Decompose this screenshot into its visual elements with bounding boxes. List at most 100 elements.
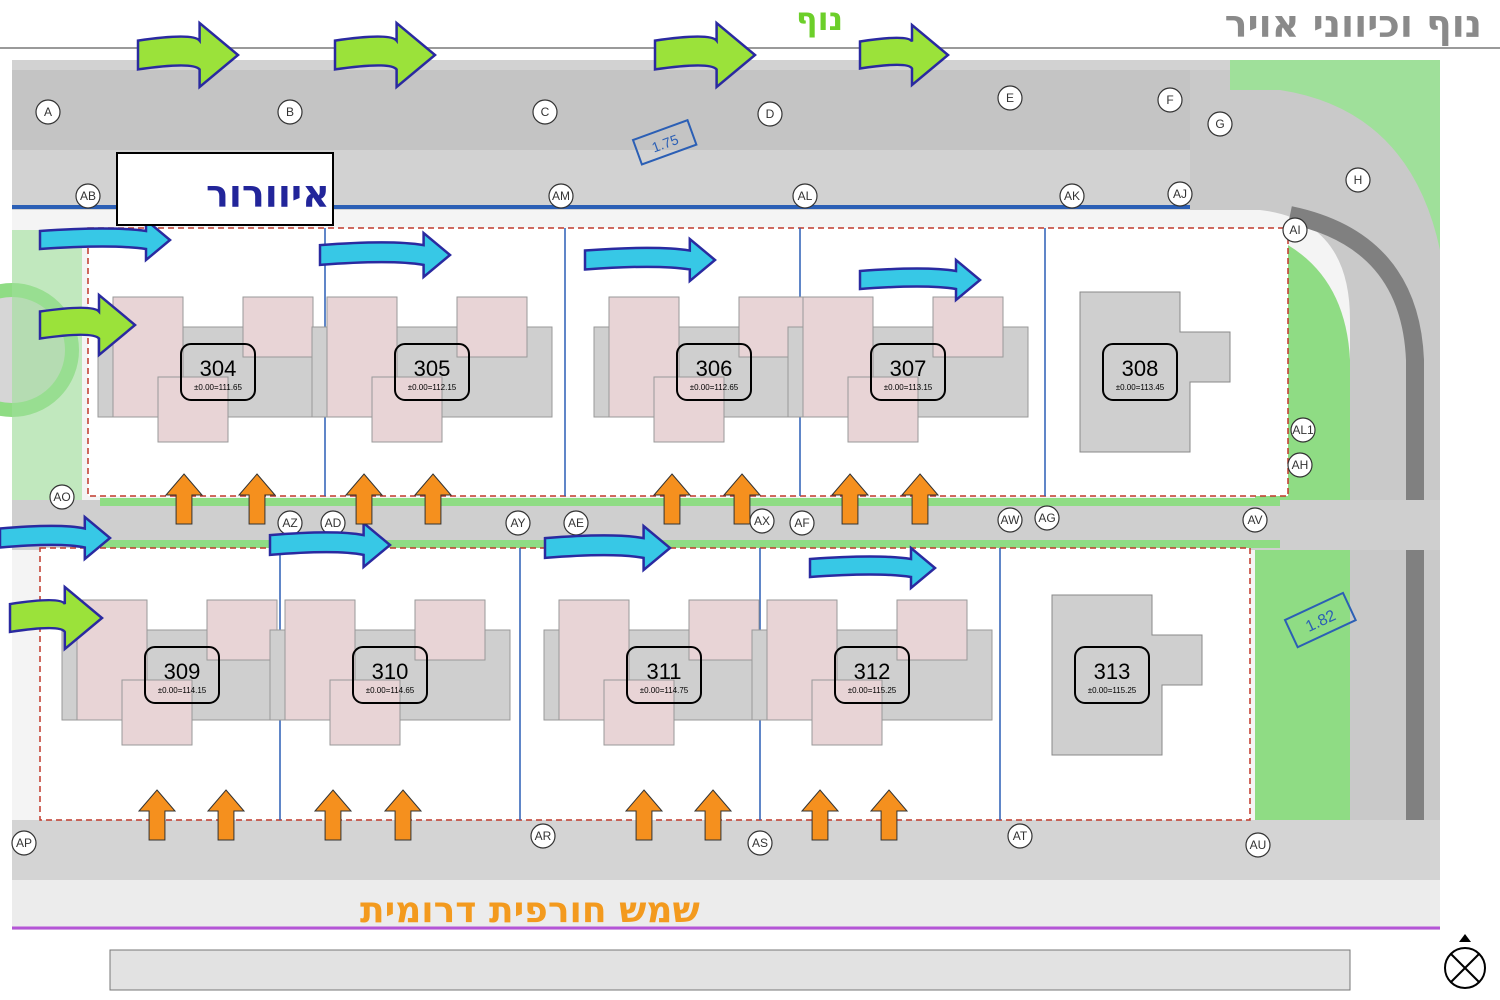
road-edge-line	[12, 205, 1282, 209]
view-arrow-icon	[858, 22, 950, 88]
svg-text:AG: AG	[1038, 511, 1055, 525]
view-arrow-icon	[333, 20, 437, 90]
grid-label-AJ: AJ	[1167, 181, 1193, 207]
unit-elevation-305: ±0.00=112.15	[408, 383, 457, 392]
unit-number-307: 307	[890, 356, 927, 381]
grid-label-F: F	[1157, 87, 1183, 113]
svg-text:AY: AY	[510, 516, 525, 530]
sun-arrow-icon	[800, 789, 840, 841]
sun-arrow-icon	[413, 473, 453, 525]
unit-elevation-312: ±0.00=115.25	[848, 686, 897, 695]
left-green	[12, 230, 82, 510]
houses-south: 309±0.00=114.15310±0.00=114.65311±0.00=1…	[61, 594, 1203, 756]
svg-text:G: G	[1215, 117, 1224, 131]
grid-label-AX: AX	[749, 508, 775, 534]
unit-elevation-310: ±0.00=114.65	[366, 686, 415, 695]
grid-label-H: H	[1345, 167, 1371, 193]
ventilation-box	[116, 152, 334, 226]
sun-arrow-icon	[722, 473, 762, 525]
svg-text:F: F	[1166, 93, 1173, 107]
ventilation-arrow-icon	[543, 523, 672, 573]
unit-307: 307±0.00=113.15	[787, 296, 1029, 443]
view-arrow-icon	[136, 20, 240, 90]
sun-arrow-icon	[869, 789, 909, 841]
svg-text:AW: AW	[1001, 513, 1021, 527]
unit-number-304: 304	[200, 356, 237, 381]
unit-number-310: 310	[372, 659, 409, 684]
unit-308: 308 ±0.00=113.45	[1079, 291, 1231, 453]
grid-label-AV: AV	[1242, 507, 1268, 533]
svg-text:AJ: AJ	[1173, 187, 1187, 201]
svg-text:AD: AD	[325, 516, 342, 530]
sun-arrow-icon	[900, 473, 940, 525]
bottom-street	[12, 820, 1440, 880]
grid-label-C: C	[532, 99, 558, 125]
svg-text:AX: AX	[754, 514, 770, 528]
page-title: נוף וכיווני אויר	[1224, 2, 1482, 46]
vent-arrows	[0, 217, 982, 591]
sun-arrow-icon	[137, 789, 177, 841]
svg-text:AR: AR	[535, 829, 552, 843]
sun-arrow-icon	[830, 473, 870, 525]
unit-elevation-304: ±0.00=111.65	[194, 383, 242, 392]
sun-arrows	[137, 473, 940, 841]
grid-label-A: A	[35, 99, 61, 125]
svg-text:H: H	[1354, 173, 1363, 187]
grid-label-AR: AR	[530, 823, 556, 849]
grid-label-AY: AY	[505, 510, 531, 536]
grid-label-AG: AG	[1034, 505, 1060, 531]
svg-text:AF: AF	[794, 516, 809, 530]
view-arrow-icon	[38, 292, 137, 358]
title-rule	[0, 47, 1500, 49]
grid-label-AM: AM	[548, 183, 574, 209]
ventilation-arrow-icon	[268, 520, 392, 570]
unit-311: 311±0.00=114.75	[543, 599, 785, 746]
grid-label-AB: AB	[75, 183, 101, 209]
bottom-band	[12, 880, 1440, 930]
unit-304: 304 ±0.00=111.65	[97, 296, 339, 443]
svg-text:C: C	[541, 105, 550, 119]
svg-text:AP: AP	[16, 836, 32, 850]
middle-green-n	[100, 498, 1280, 506]
bottom-parking	[109, 949, 1351, 991]
sun-arrow-icon	[383, 789, 423, 841]
unit-312: 312±0.00=115.25	[751, 599, 993, 746]
sun-arrow-icon	[313, 789, 353, 841]
unit-number-308: 308	[1122, 356, 1159, 381]
grid-label-AU: AU	[1245, 832, 1271, 858]
grid-label-AH: AH	[1287, 452, 1313, 478]
sun-arrow-icon	[344, 473, 384, 525]
unit-313: 313±0.00=115.25	[1051, 594, 1203, 756]
sun-arrow-icon	[624, 789, 664, 841]
svg-text:AE: AE	[568, 516, 584, 530]
view-arrows	[8, 20, 950, 652]
unit-number-309: 309	[164, 659, 201, 684]
svg-text:AH: AH	[1292, 458, 1309, 472]
top-parking-band	[12, 70, 1192, 150]
grid-label-AP: AP	[11, 830, 37, 856]
svg-text:AL: AL	[798, 189, 813, 203]
curved-green	[1230, 60, 1440, 250]
middle-green-s	[100, 540, 1280, 548]
unit-310: 310 ±0.00=114.65	[269, 599, 511, 746]
grid-label-AL1: AL1	[1290, 417, 1316, 443]
view-arrow-icon	[8, 584, 104, 652]
grid-label-AZ: AZ	[277, 510, 303, 536]
unit-elevation-306: ±0.00=112.65	[690, 383, 739, 392]
svg-text:AL1: AL1	[1292, 423, 1314, 437]
svg-text:A: A	[44, 105, 52, 119]
unit-elevation-311: ±0.00=114.75	[640, 686, 689, 695]
grid-label-E: E	[997, 85, 1023, 111]
ventilation-arrow-icon	[318, 230, 452, 280]
ventilation-arrow-icon	[583, 236, 717, 284]
svg-text:AB: AB	[80, 189, 96, 203]
ventilation-arrow-icon	[0, 514, 112, 562]
svg-text:AI: AI	[1289, 223, 1300, 237]
svg-text:AZ: AZ	[282, 516, 297, 530]
sun-arrow-icon	[693, 789, 733, 841]
grid-label-AW: AW	[997, 507, 1023, 533]
unit-elevation-308: ±0.00=113.45	[1116, 383, 1165, 392]
houses-north: 304±0.00=111.65305±0.00=112.15306±0.00=1…	[97, 291, 1231, 453]
